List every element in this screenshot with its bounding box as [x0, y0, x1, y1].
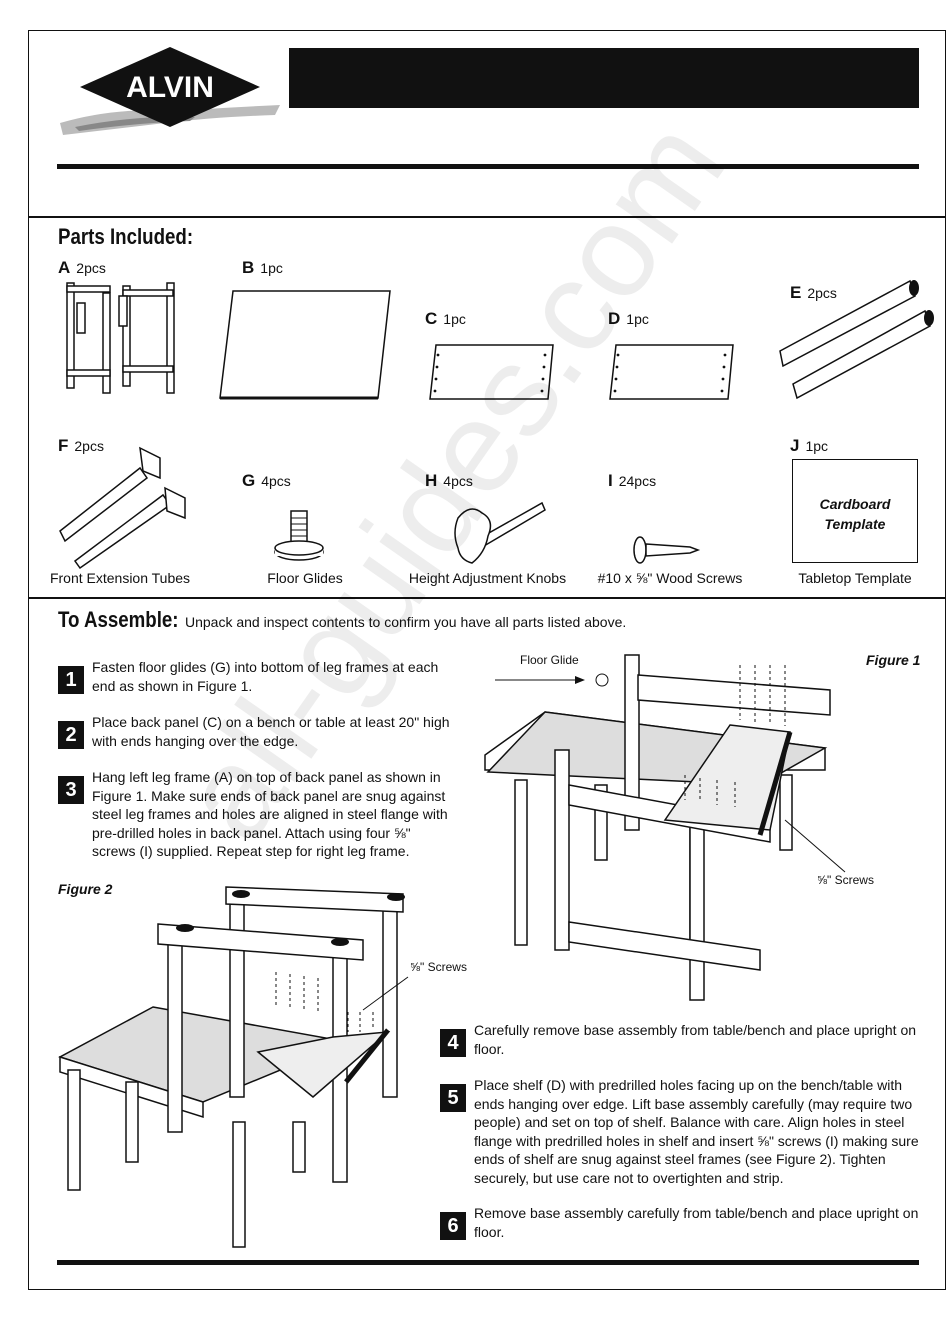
step-6: 6 Remove base assembly carefully from ta…: [440, 1204, 920, 1241]
title-bar: [289, 48, 919, 108]
step-3: 3 Hang left leg frame (A) on top of back…: [58, 768, 458, 861]
figure-2-label: Figure 2: [58, 881, 113, 897]
step-4: 4 Carefully remove base assembly from ta…: [440, 1021, 920, 1058]
figure-1-drawing: [484, 654, 846, 1001]
step-number: 4: [440, 1029, 466, 1057]
step-text: Hang left leg frame (A) on top of back p…: [92, 769, 448, 859]
step-2: 2 Place back panel (C) on a bench or tab…: [58, 713, 458, 750]
step-text: Fasten floor glides (G) into bottom of l…: [92, 659, 439, 694]
step-number: 6: [440, 1212, 466, 1240]
step-number: 1: [58, 666, 84, 694]
step-text: Carefully remove base assembly from tabl…: [474, 1022, 917, 1057]
alvin-logo: ALVIN: [60, 47, 280, 135]
template-text: Cardboard Template: [819, 496, 891, 532]
step-5: 5 Place shelf (D) with predrilled holes …: [440, 1076, 920, 1187]
step-number: 2: [58, 721, 84, 749]
parts-heading: Parts Included:: [58, 224, 194, 249]
caption-g: Floor Glides: [267, 570, 343, 586]
section-divider-2: [28, 597, 946, 599]
tabletop-drawing: [219, 290, 391, 400]
logo-text: ALVIN: [126, 71, 214, 104]
caption-h: Height Adjustment Knobs: [408, 570, 567, 586]
step-text: Remove base assembly carefully from tabl…: [474, 1205, 919, 1240]
knob-drawing: [454, 501, 546, 564]
step-number: 3: [58, 776, 84, 804]
footer-rule: [57, 1260, 919, 1265]
figure-1-screws-label: ⅝" Screws: [817, 873, 874, 887]
assemble-intro: Unpack and inspect contents to confirm y…: [185, 614, 627, 630]
figure-1-label: Figure 1: [866, 652, 921, 668]
leg-frame-drawing: [66, 282, 175, 394]
shelf-drawing: [609, 344, 734, 400]
step-text: Place shelf (D) with predrilled holes fa…: [474, 1077, 919, 1186]
section-divider: [28, 216, 946, 218]
caption-f: Front Extension Tubes: [49, 570, 191, 586]
screw-drawing: [633, 536, 701, 564]
step-number: 5: [440, 1084, 466, 1112]
assemble-heading: To Assemble:: [58, 607, 179, 632]
caption-j: Tabletop Template: [798, 570, 912, 586]
floor-glide-label: Floor Glide: [520, 653, 579, 667]
floor-glide-drawing: [274, 510, 324, 561]
step-1: 1 Fasten floor glides (G) into bottom of…: [58, 658, 458, 695]
back-panel-drawing: [429, 344, 554, 400]
caption-i: #10 x ⅝" Wood Screws: [597, 570, 743, 586]
figure-2-screws-label: ⅝" Screws: [410, 960, 467, 974]
template-card: Cardboard Template: [792, 459, 918, 563]
header-rule: [57, 164, 919, 169]
tubes-drawing: [779, 279, 934, 400]
step-text: Place back panel (C) on a bench or table…: [92, 714, 450, 749]
figure-2-drawing: [58, 886, 409, 1248]
front-tubes-drawing: [59, 446, 186, 570]
page-frame: [28, 30, 946, 1290]
